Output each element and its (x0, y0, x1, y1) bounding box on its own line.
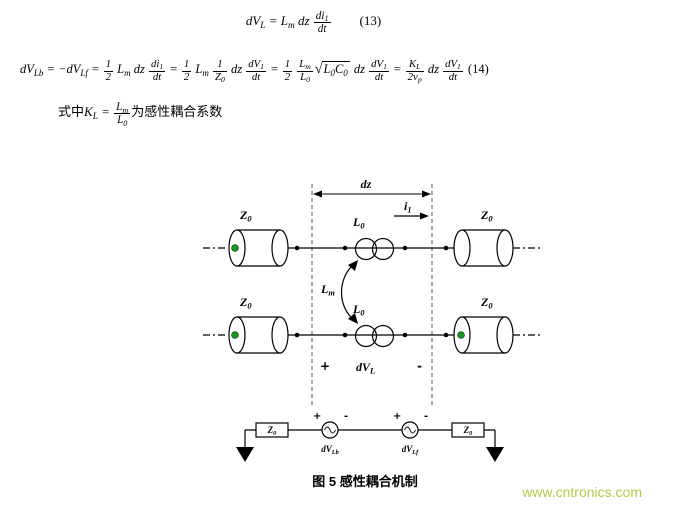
inductor-loop (354, 237, 378, 261)
transmission-line-bottom (203, 316, 540, 354)
dz-label: dz (361, 177, 372, 191)
dvlf-minus-sign: - (424, 411, 428, 422)
resistor-right (451, 422, 485, 438)
lm-label: Lm (320, 282, 335, 298)
transmission-line-top (203, 212, 540, 267)
impedance-cylinder (271, 229, 289, 267)
ground-symbol-left (236, 447, 254, 462)
z0-label-circuit-right: Z0 (463, 425, 474, 437)
z0-label-top-left: Z0 (239, 208, 252, 224)
impedance-cylinder (496, 316, 514, 354)
z0-label-top-right: Z0 (480, 208, 493, 224)
current-arrowhead (420, 212, 429, 220)
i1-label: i1 (404, 199, 412, 215)
l0-label-top: L0 (352, 215, 365, 231)
equation-14-number: (14) (467, 62, 489, 77)
equation-13-number: (13) (359, 13, 382, 29)
dvlb-minus-sign: - (344, 411, 348, 422)
figure-caption: 图 5 感性耦合机制 (312, 474, 418, 489)
z0-label-bottom-right: Z0 (480, 295, 493, 311)
inductor-loop (371, 237, 395, 261)
dz-arrowhead-right (422, 190, 431, 198)
inductor-loop (354, 324, 378, 348)
inductor-loop (371, 324, 395, 348)
z0-label-bottom-left: Z0 (239, 295, 252, 311)
dvl-label: dVL (356, 360, 375, 376)
ground-symbol-right (486, 447, 504, 462)
resistor-left (255, 422, 289, 438)
watermark: www.cntronics.com (522, 484, 642, 500)
dvlf-label: dVLf (402, 444, 419, 456)
dvl-plus-sign: + (320, 359, 330, 373)
dvlf-plus-sign: + (393, 411, 401, 422)
figure-5-diagram: dz Z0 Z0 L0 i1 (203, 177, 540, 462)
dvl-minus-sign: - (417, 359, 422, 373)
z0-label-circuit-left: Z0 (267, 425, 278, 437)
port-dot (231, 331, 239, 339)
impedance-cylinder (271, 316, 289, 354)
port-dot (457, 331, 465, 339)
dvlb-plus-sign: + (313, 411, 321, 422)
dz-section-boundaries (311, 184, 433, 407)
equivalent-circuit (236, 421, 504, 462)
impedance-cylinder (496, 229, 514, 267)
port-dot (231, 244, 239, 252)
dvlb-label: dVLb (321, 444, 339, 456)
mutual-inductance-arrow (341, 260, 358, 324)
l0-label-bottom: L0 (352, 302, 365, 318)
dz-arrowhead-left (313, 190, 322, 198)
